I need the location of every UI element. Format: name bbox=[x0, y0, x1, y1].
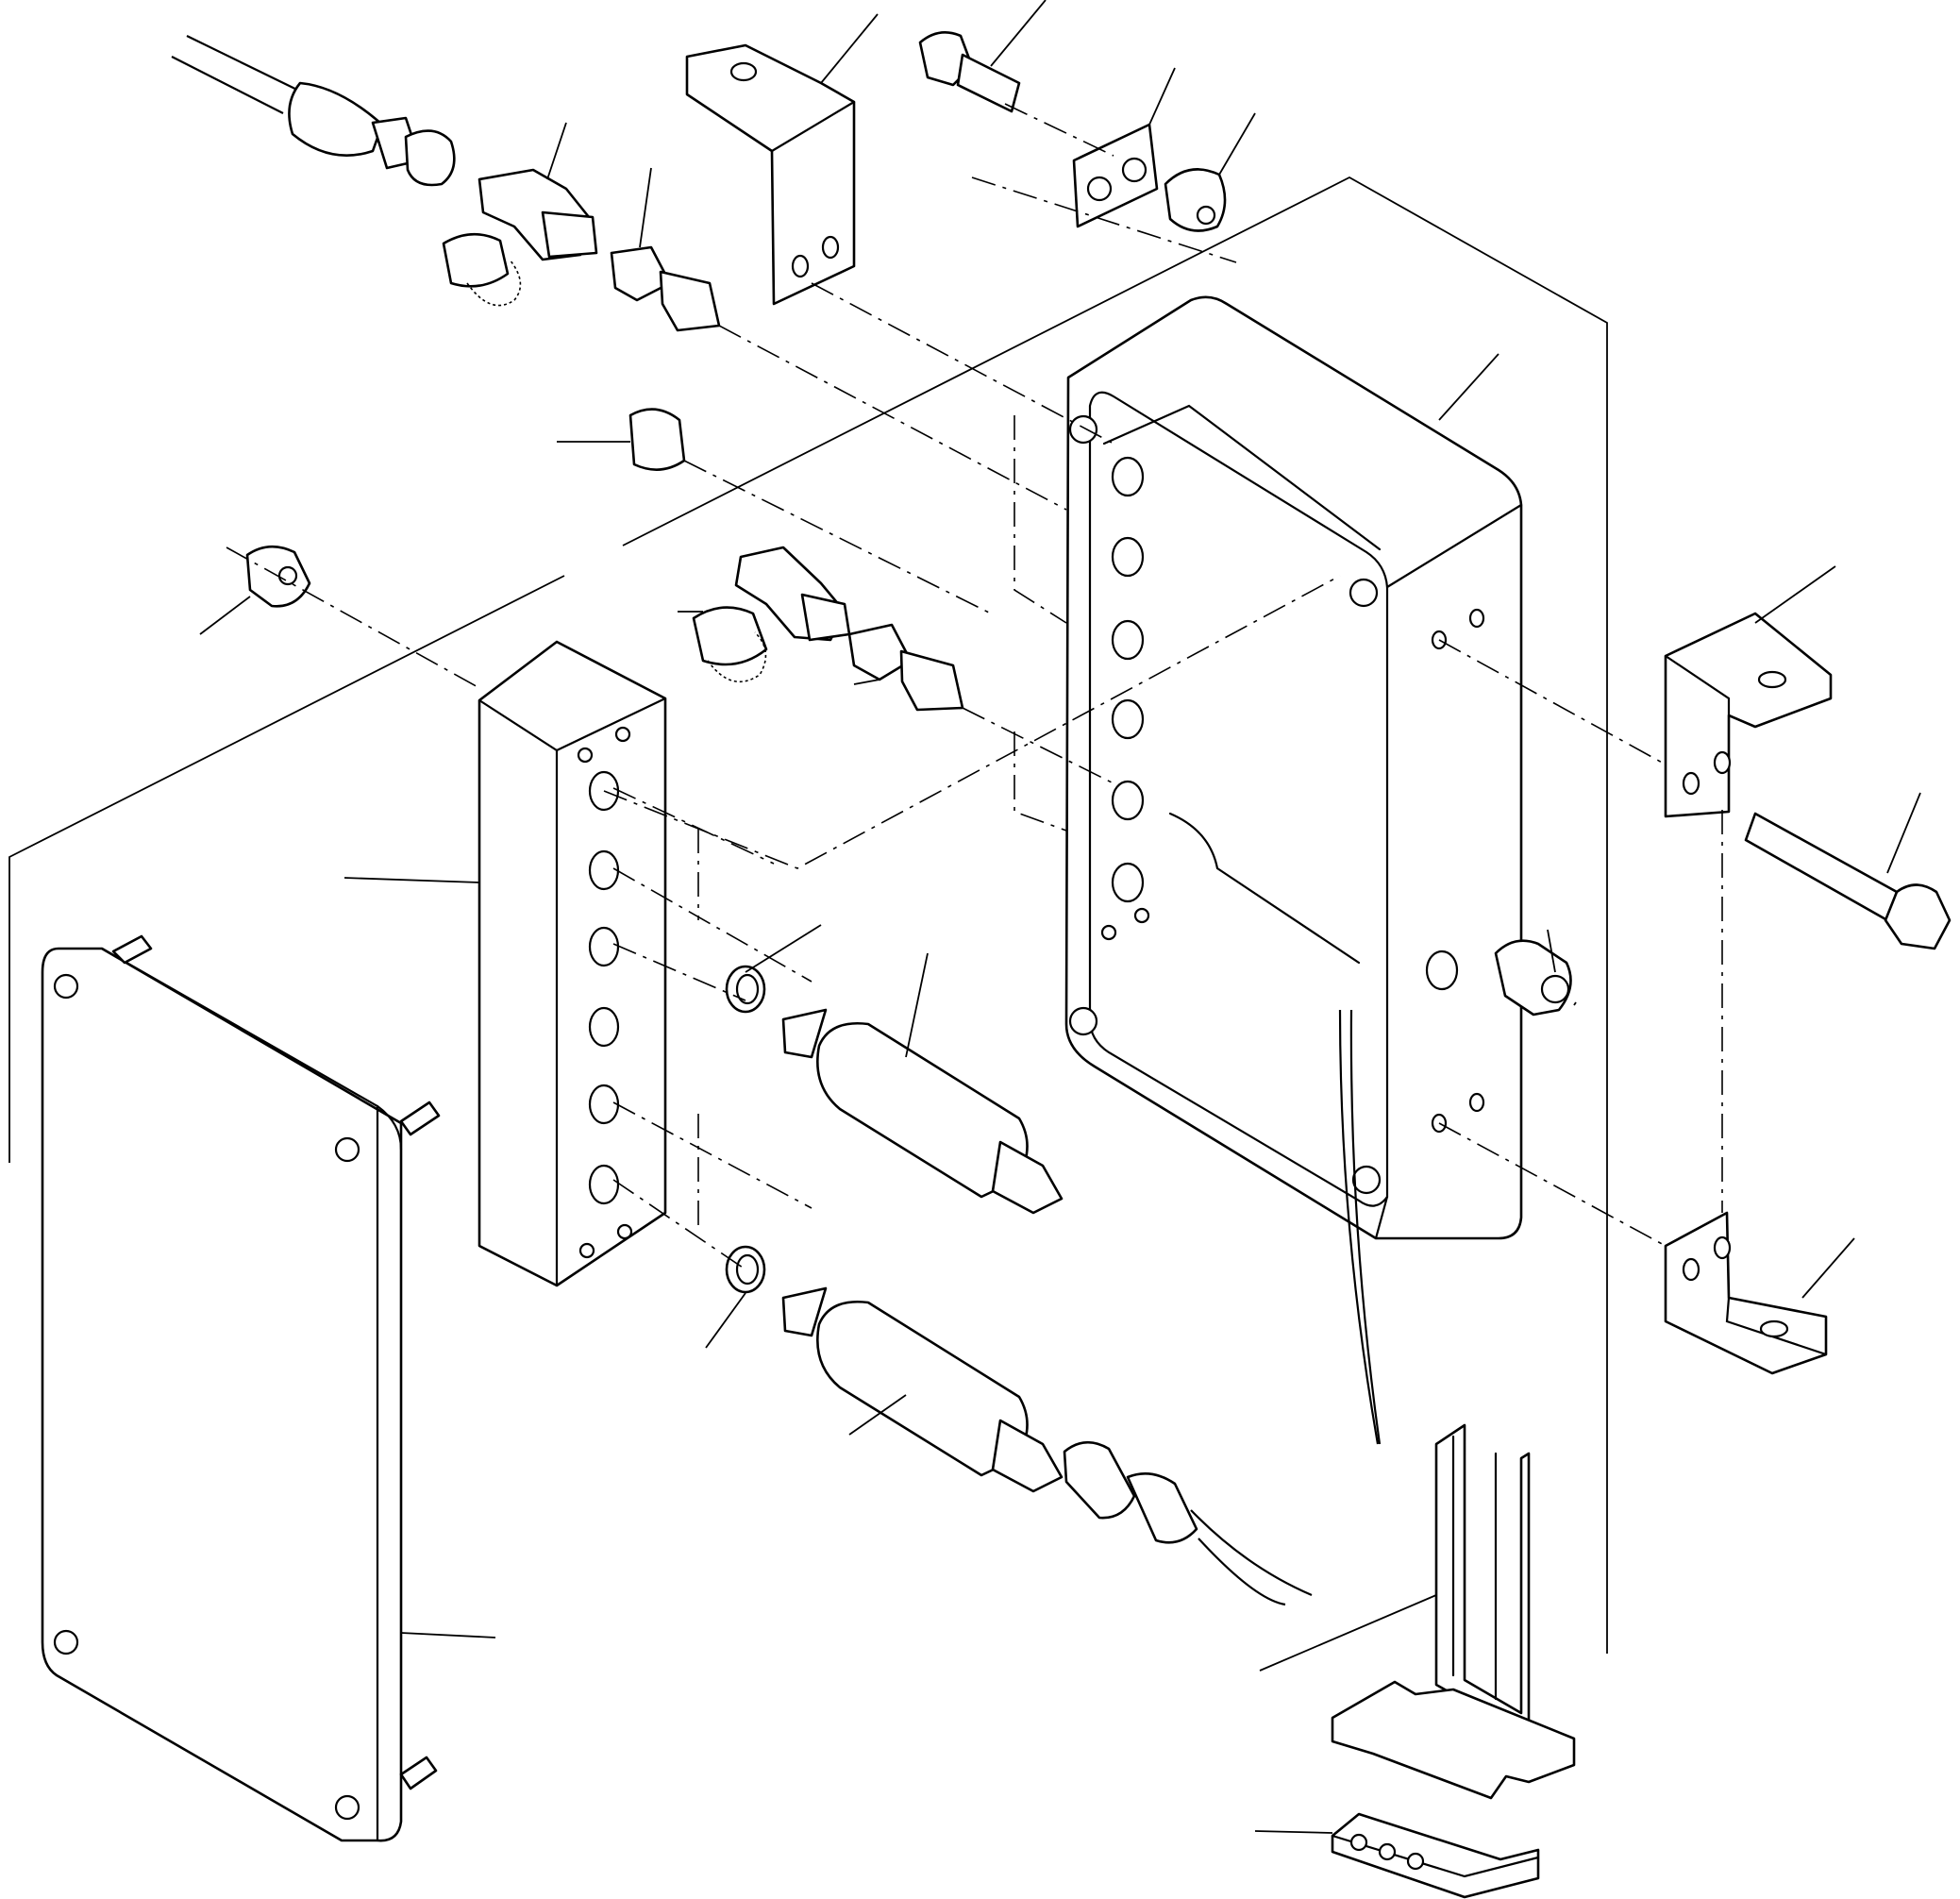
pressure-sensor-upper bbox=[781, 1008, 1064, 1215]
clamp-plate bbox=[1072, 123, 1159, 228]
enclosure-port-holes bbox=[1111, 456, 1145, 903]
enclosure-box bbox=[1064, 295, 1523, 1240]
right-upper-bracket bbox=[1664, 612, 1833, 818]
sensor-cable-connector bbox=[1063, 1440, 1313, 1606]
cover-stud bbox=[399, 1101, 441, 1136]
terminal-block bbox=[1331, 1812, 1540, 1899]
manifold-ports bbox=[588, 770, 620, 1205]
lower-dust-cap-chain bbox=[707, 631, 767, 683]
manifold-mount-holes bbox=[577, 726, 633, 1259]
right-lower-bracket bbox=[1664, 1211, 1828, 1375]
lock-nut-top bbox=[1164, 168, 1227, 232]
right-long-bolt bbox=[1744, 812, 1952, 950]
callout-leaders bbox=[199, 0, 1921, 1834]
enclosure-floor-step bbox=[1168, 812, 1361, 965]
assembly-centerlines bbox=[226, 103, 1723, 1270]
lower-adapter-fitting bbox=[847, 623, 964, 712]
cable-gland bbox=[1494, 939, 1572, 1017]
cover-screw-hole bbox=[53, 1629, 79, 1655]
cover-screw-hole bbox=[334, 1136, 360, 1163]
dust-cap bbox=[442, 232, 510, 288]
cover-screw-hole bbox=[334, 1794, 360, 1821]
enclosure-corner-holes bbox=[1068, 414, 1382, 1195]
long-bolt-shank bbox=[1744, 812, 1899, 922]
lower-tee-fitting bbox=[692, 546, 851, 683]
top-hose-assembly bbox=[171, 35, 456, 187]
upper-tee-fitting bbox=[442, 168, 598, 307]
manifold-block bbox=[477, 640, 667, 1287]
top-hex-bolt bbox=[918, 31, 1021, 113]
cover-plate bbox=[41, 934, 441, 1842]
bolt-shank bbox=[956, 53, 1021, 113]
cover-stud bbox=[399, 1756, 438, 1790]
tee-branch-thread bbox=[541, 210, 598, 259]
internal-wire bbox=[1338, 1009, 1382, 1445]
enclosure-side-holes bbox=[1425, 608, 1485, 1134]
terminal-clip bbox=[1331, 1680, 1576, 1800]
sealing-rings bbox=[725, 965, 766, 1294]
cover-stud bbox=[111, 934, 153, 965]
plug-fitting bbox=[628, 408, 686, 471]
cover-screw-hole bbox=[53, 973, 79, 1000]
top-l-bracket bbox=[685, 43, 856, 306]
hose-swivel-nut bbox=[404, 129, 456, 187]
enclosure-inner-wall bbox=[1102, 404, 1382, 551]
dust-cap-chain bbox=[466, 259, 522, 307]
adapter-thread bbox=[659, 270, 721, 332]
upper-adapter-fitting bbox=[610, 245, 721, 332]
long-bolt-head bbox=[1884, 883, 1952, 950]
lower-dust-cap bbox=[692, 606, 768, 666]
hose-end-ferrule bbox=[288, 81, 384, 157]
pressure-sensor-lower bbox=[781, 1286, 1064, 1493]
reference-frame-lines bbox=[8, 176, 1608, 1654]
